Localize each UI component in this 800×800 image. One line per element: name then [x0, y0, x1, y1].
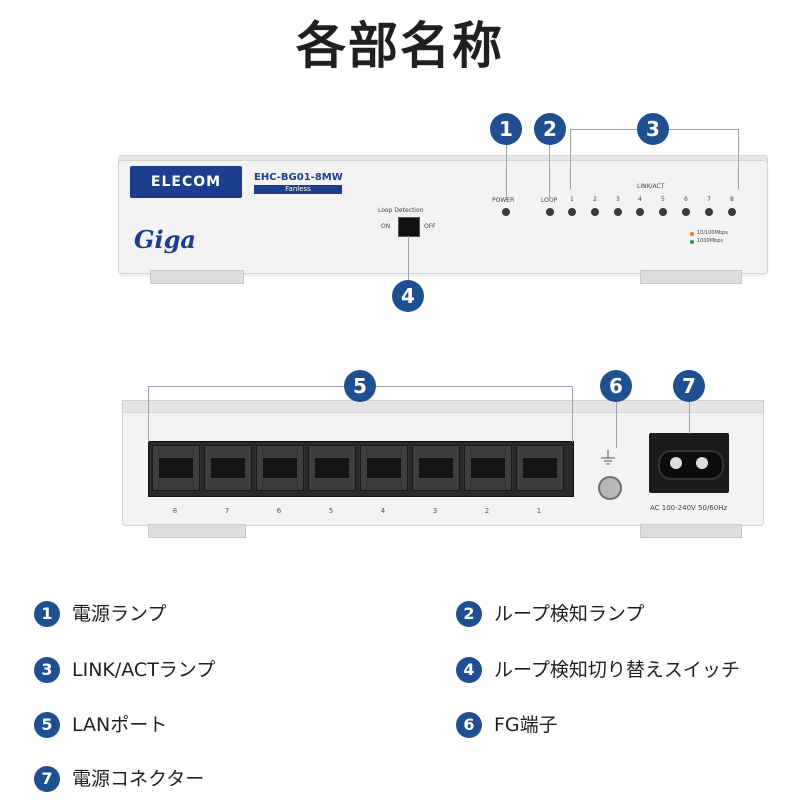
legend-text: FG端子 — [494, 714, 558, 736]
speed-dot-green — [690, 240, 694, 244]
legend-number: 1 — [34, 601, 60, 627]
callout-2: 2 — [534, 113, 566, 145]
port-number: 3 — [616, 196, 620, 203]
legend-number: 5 — [34, 712, 60, 738]
loop-detection-label: Loop Detection — [378, 207, 424, 214]
speed-legend-100: 10/100Mbps — [697, 230, 728, 236]
link-act-led — [636, 208, 644, 216]
callout-line — [689, 402, 690, 434]
front-right-foot — [640, 270, 742, 284]
link-act-led — [705, 208, 713, 216]
legend-number: 7 — [34, 766, 60, 792]
switch-on-label: ON — [381, 223, 391, 230]
callout-line — [408, 236, 409, 282]
callout-line — [616, 402, 617, 448]
loop-led — [546, 208, 554, 216]
loop-label: LOOP — [541, 197, 558, 204]
callout-1: 1 — [490, 113, 522, 145]
port-number: 2 — [593, 196, 597, 203]
power-pin — [670, 457, 682, 469]
link-act-led — [568, 208, 576, 216]
callout-line — [570, 129, 638, 130]
legend-text: LINK/ACTランプ — [72, 659, 216, 681]
port-number: 6 — [684, 196, 688, 203]
legend-text: ループ検知切り替えスイッチ — [494, 659, 740, 681]
port-number: 8 — [730, 196, 734, 203]
legend-number: 2 — [456, 601, 482, 627]
link-act-led — [591, 208, 599, 216]
giga-logo: Giga — [134, 225, 196, 254]
link-act-led — [728, 208, 736, 216]
link-act-led — [682, 208, 690, 216]
callout-5: 5 — [344, 370, 376, 402]
rear-right-foot — [640, 524, 742, 538]
lan-port[interactable] — [204, 445, 252, 491]
rear-port-number: 6 — [276, 507, 282, 515]
speed-dot-orange — [690, 232, 694, 236]
brand-logo: ELECOM — [130, 166, 242, 198]
rear-port-number: 2 — [484, 507, 490, 515]
port-number: 1 — [570, 196, 574, 203]
callout-line — [148, 386, 344, 387]
power-label: POWER — [492, 197, 515, 204]
loop-detection-switch[interactable] — [398, 217, 420, 237]
ac-rating-label: AC 100-240V 50/60Hz — [650, 504, 728, 512]
legend-text: 電源ランプ — [72, 603, 167, 625]
power-pin — [696, 457, 708, 469]
switch-off-label: OFF — [424, 223, 436, 230]
port-number: 4 — [638, 196, 642, 203]
ground-symbol-icon — [601, 450, 615, 465]
power-led — [502, 208, 510, 216]
callout-6: 6 — [600, 370, 632, 402]
lan-port[interactable] — [256, 445, 304, 491]
fg-terminal[interactable] — [598, 476, 622, 500]
rear-port-number: 3 — [432, 507, 438, 515]
legend-number: 4 — [456, 657, 482, 683]
rear-port-number: 1 — [536, 507, 542, 515]
lan-port[interactable] — [308, 445, 356, 491]
page-title: 各部名称 — [296, 17, 504, 75]
rear-port-number: 4 — [380, 507, 386, 515]
callout-line — [148, 386, 149, 442]
rear-left-foot — [148, 524, 246, 538]
callout-4: 4 — [392, 280, 424, 312]
port-number: 5 — [661, 196, 665, 203]
lan-port[interactable] — [412, 445, 460, 491]
legend-text: ループ検知ランプ — [494, 603, 645, 625]
callout-line — [570, 129, 571, 189]
legend-text: 電源コネクター — [72, 768, 205, 790]
callout-line — [549, 142, 550, 200]
rear-port-number: 7 — [224, 507, 230, 515]
rear-port-number: 5 — [328, 507, 334, 515]
callout-line — [506, 142, 507, 200]
callout-line — [668, 129, 738, 130]
model-number: EHC-BG01-8MW — [254, 172, 343, 183]
port-number: 7 — [707, 196, 711, 203]
callout-line — [738, 129, 739, 189]
link-act-led — [614, 208, 622, 216]
link-act-label: LINK/ACT — [637, 183, 665, 190]
callout-line — [376, 386, 572, 387]
fanless-badge: Fanless — [254, 185, 342, 194]
power-connector-socket — [658, 450, 724, 480]
front-left-foot — [150, 270, 244, 284]
legend-number: 3 — [34, 657, 60, 683]
lan-port[interactable] — [516, 445, 564, 491]
lan-port[interactable] — [464, 445, 512, 491]
callout-7: 7 — [673, 370, 705, 402]
rear-port-number: 8 — [172, 507, 178, 515]
callout-3: 3 — [637, 113, 669, 145]
link-act-led — [659, 208, 667, 216]
legend-text: LANポート — [72, 714, 168, 736]
speed-legend-1000: 1000Mbps — [697, 238, 723, 244]
callout-line — [572, 386, 573, 442]
lan-port[interactable] — [360, 445, 408, 491]
lan-port[interactable] — [152, 445, 200, 491]
legend-number: 6 — [456, 712, 482, 738]
